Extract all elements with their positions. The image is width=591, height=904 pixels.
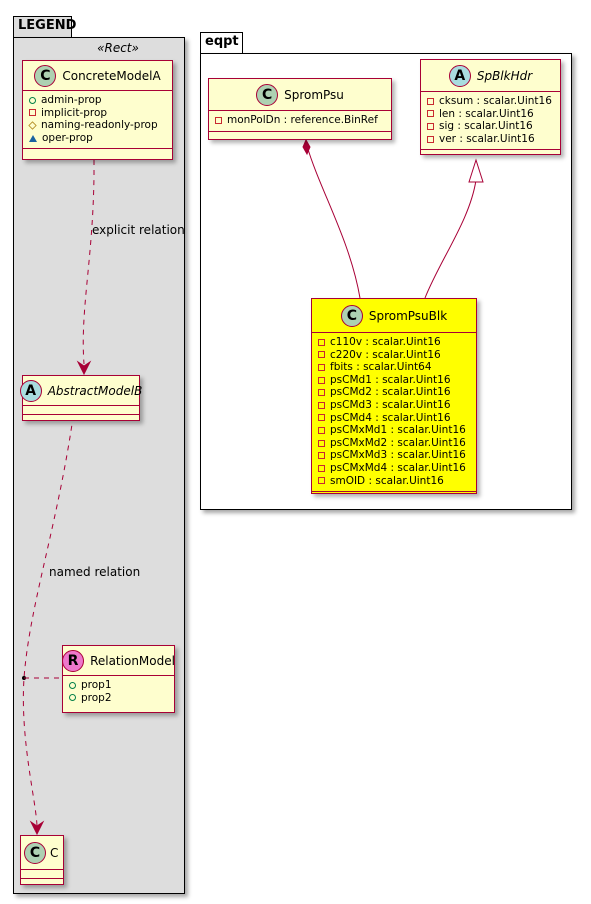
attribute-row: psCMd1 : scalar.Uint16 <box>318 374 470 387</box>
attribute-row: smOID : scalar.Uint16 <box>318 475 470 488</box>
explicit-relation-label: explicit relation <box>92 223 185 237</box>
attribute-row: cksum : scalar.Uint16 <box>427 95 554 108</box>
private-visibility-icon <box>318 439 325 447</box>
attribute-row: psCMd2 : scalar.Uint16 <box>318 386 470 399</box>
public-visibility-icon <box>29 96 36 104</box>
attribute-row: ver : scalar.Uint16 <box>427 133 554 146</box>
public-visibility-icon <box>69 681 76 689</box>
attribute-row: len : scalar.Uint16 <box>427 108 554 121</box>
private-visibility-icon <box>318 464 325 472</box>
private-visibility-icon <box>318 338 325 346</box>
attribute-row: c110v : scalar.Uint16 <box>318 336 470 349</box>
class-concrete-model-a[interactable]: C ConcreteModelA admin-prop implicit-pro… <box>22 60 173 160</box>
private-visibility-icon <box>318 477 325 485</box>
named-relation-line <box>22 395 77 827</box>
class-badge-icon: C <box>24 841 46 864</box>
attribute-row: admin-prop <box>29 94 166 107</box>
attribute-row: fbits : scalar.Uint64 <box>318 361 470 374</box>
legend-stereotype: «Rect» <box>97 41 139 55</box>
attribute-row: psCMxMd3 : scalar.Uint16 <box>318 449 470 462</box>
attribute-row: naming-readonly-prop <box>28 119 166 132</box>
class-c[interactable]: C C <box>20 835 64 885</box>
class-abstract-model-b[interactable]: A AbstractModelB <box>19 375 143 421</box>
legend-package <box>13 37 185 894</box>
composition-line <box>306 145 361 299</box>
attribute-row: psCMxMd4 : scalar.Uint16 <box>318 462 470 475</box>
private-visibility-icon <box>427 110 434 118</box>
attribute-row: prop1 <box>69 679 168 692</box>
class-badge-icon: C <box>340 304 363 327</box>
legend-package-tab: LEGEND <box>13 16 76 38</box>
composition-diamond <box>302 138 311 156</box>
protected-visibility-icon <box>28 121 37 130</box>
attribute-row: implicit-prop <box>29 107 166 120</box>
named-relation-label: named relation <box>49 565 141 579</box>
private-visibility-icon <box>318 426 325 434</box>
class-relation-model[interactable]: R RelationModel prop1 prop2 <box>62 645 175 713</box>
public-visibility-icon <box>69 694 76 702</box>
inheritance-arrowhead <box>468 158 484 183</box>
class-sprom-psu[interactable]: C SpromPsu monPolDn : reference.BinRef <box>208 78 392 140</box>
attribute-row: monPolDn : reference.BinRef <box>215 114 385 127</box>
explicit-relation-arrow <box>76 360 92 376</box>
private-visibility-icon <box>427 97 434 105</box>
class-badge-icon: C <box>256 83 279 106</box>
class-badge-icon: A <box>448 64 471 87</box>
private-visibility-icon <box>318 363 325 371</box>
class-name: SpBlkHdr <box>476 68 533 83</box>
class-badge-icon: C <box>34 64 57 87</box>
class-sprom-psu-blk[interactable]: C SpromPsuBlk c110v : scalar.Uint16 c220… <box>311 298 477 494</box>
class-name: SpromPsuBlk <box>368 308 448 323</box>
private-visibility-icon <box>318 351 325 359</box>
private-visibility-icon <box>318 376 325 384</box>
private-visibility-icon <box>29 109 36 117</box>
inheritance-line <box>424 179 477 299</box>
private-visibility-icon <box>318 452 325 460</box>
private-visibility-icon <box>427 122 434 130</box>
attribute-row: psCMxMd1 : scalar.Uint16 <box>318 424 470 437</box>
attribute-row: psCMxMd2 : scalar.Uint16 <box>318 437 470 450</box>
eqpt-package-tab: eqpt <box>200 32 243 54</box>
class-name: AbstractModelB <box>47 383 143 398</box>
class-name: C <box>50 845 59 860</box>
private-visibility-icon <box>318 401 325 409</box>
named-relation-arrow <box>29 820 45 836</box>
attribute-row: oper-prop <box>29 132 166 145</box>
class-badge-icon: R <box>62 649 85 672</box>
class-sp-blk-hdr[interactable]: A SpBlkHdr cksum : scalar.Uint16 len : s… <box>420 59 561 155</box>
private-visibility-icon <box>427 135 434 143</box>
class-name: ConcreteModelA <box>62 68 161 83</box>
attribute-row: psCMd3 : scalar.Uint16 <box>318 399 470 412</box>
class-badge-icon: A <box>19 379 42 402</box>
class-name: RelationModel <box>90 653 175 668</box>
attribute-row: psCMd4 : scalar.Uint16 <box>318 412 470 425</box>
private-visibility-icon <box>318 389 325 397</box>
attribute-row: prop2 <box>69 692 168 705</box>
attribute-row: sig : scalar.Uint16 <box>427 120 554 133</box>
explicit-relation-line <box>82 160 95 365</box>
attribute-row: c220v : scalar.Uint16 <box>318 349 470 362</box>
private-visibility-icon <box>215 116 222 124</box>
private-visibility-icon <box>318 414 325 422</box>
class-name: SpromPsu <box>284 87 344 102</box>
package-visibility-icon <box>29 134 37 142</box>
